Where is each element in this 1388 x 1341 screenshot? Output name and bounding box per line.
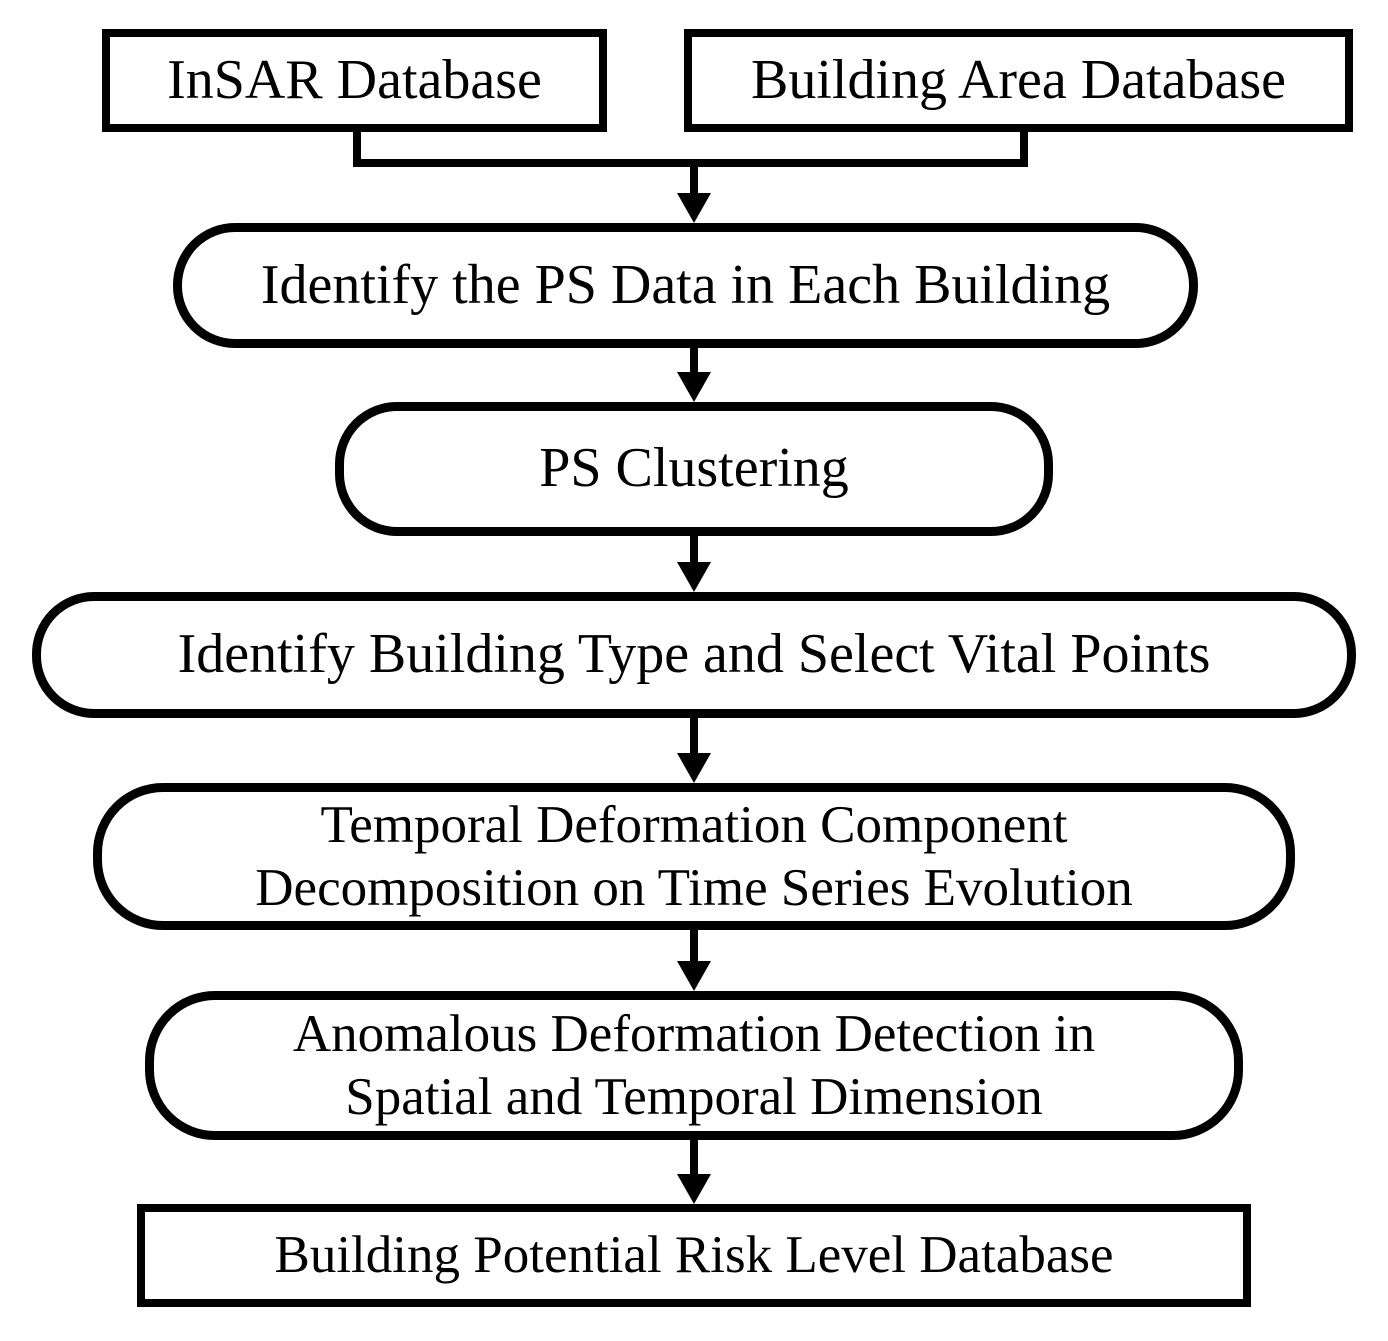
- arrowhead-icon: [677, 372, 711, 402]
- arrow-shaft: [690, 716, 698, 753]
- node-ps-clustering: PS Clustering: [335, 402, 1053, 536]
- node-anomalous-detection-line2: Spatial and Temporal Dimension: [345, 1067, 1043, 1126]
- node-insar-database-label: InSAR Database: [167, 48, 542, 111]
- node-temporal-decomposition-line2: Decomposition on Time Series Evolution: [255, 858, 1133, 917]
- arrow-shaft: [690, 928, 698, 961]
- arrow-shaft: [690, 1138, 698, 1174]
- arrowhead-icon: [677, 193, 711, 223]
- arrow-down-6: [676, 1138, 712, 1204]
- node-risk-level-database: Building Potential Risk Level Database: [137, 1204, 1251, 1307]
- node-risk-level-database-label: Building Potential Risk Level Database: [274, 1226, 1114, 1285]
- node-identify-ps-data-label: Identify the PS Data in Each Building: [260, 253, 1111, 316]
- arrow-down-2: [676, 346, 712, 402]
- merge-connector-bar: [353, 159, 1028, 167]
- arrow-down-4: [676, 716, 712, 783]
- node-temporal-decomposition: Temporal Deformation Component Decomposi…: [93, 783, 1295, 930]
- arrow-shaft: [690, 165, 698, 193]
- node-temporal-decomposition-line1: Temporal Deformation Component: [320, 795, 1068, 854]
- arrow-down-5: [676, 928, 712, 991]
- arrowhead-icon: [677, 753, 711, 783]
- arrow-down-3: [676, 534, 712, 592]
- arrowhead-icon: [677, 961, 711, 991]
- arrowhead-icon: [677, 562, 711, 592]
- node-anomalous-detection-line1: Anomalous Deformation Detection in: [292, 1004, 1096, 1063]
- node-insar-database: InSAR Database: [102, 29, 607, 132]
- node-anomalous-detection: Anomalous Deformation Detection in Spati…: [145, 991, 1243, 1140]
- node-ps-clustering-label: PS Clustering: [539, 437, 849, 500]
- arrow-shaft: [690, 534, 698, 562]
- node-identify-building-type: Identify Building Type and Select Vital …: [32, 592, 1356, 718]
- node-building-area-database: Building Area Database: [684, 29, 1353, 132]
- arrow-shaft: [690, 346, 698, 372]
- arrowhead-icon: [677, 1174, 711, 1204]
- node-identify-building-type-label: Identify Building Type and Select Vital …: [177, 623, 1211, 686]
- arrow-down-1: [676, 165, 712, 223]
- node-identify-ps-data: Identify the PS Data in Each Building: [173, 223, 1198, 348]
- merge-connector-left-line: [353, 131, 361, 167]
- merge-connector-right-line: [1020, 131, 1028, 167]
- node-building-area-database-label: Building Area Database: [751, 48, 1286, 111]
